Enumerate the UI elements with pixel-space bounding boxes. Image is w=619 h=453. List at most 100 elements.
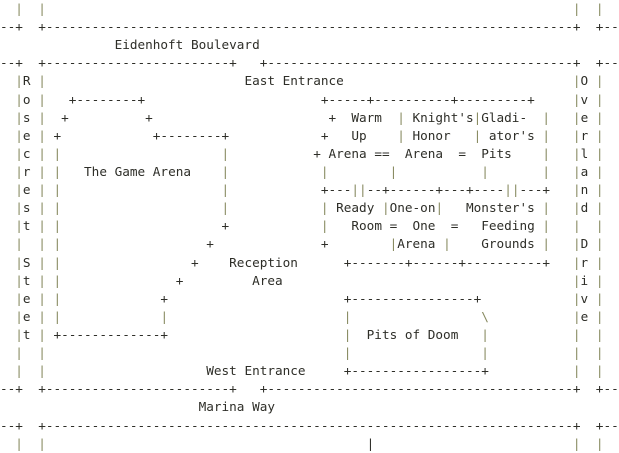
map-ink-chars xyxy=(550,128,573,143)
map-wall-chars: | xyxy=(595,272,604,288)
map-wall-chars: | xyxy=(15,91,23,107)
map-wall-chars: \ xyxy=(481,308,489,324)
map-row: | | | | | | xyxy=(0,344,619,362)
map-ink-chars xyxy=(46,345,344,360)
map-wall-chars: | xyxy=(38,290,46,306)
map-wall-chars: | xyxy=(15,326,23,342)
map-wall-chars: | xyxy=(38,182,46,198)
map-ink-chars: + +--------+ + Up xyxy=(45,127,398,143)
map-ink-chars xyxy=(0,110,15,125)
map-wall-chars: | xyxy=(572,236,581,252)
map-wall-chars: | xyxy=(38,326,46,342)
map-ink-chars: --+ +------------------------+ +--------… xyxy=(0,381,619,397)
map-wall-chars: | xyxy=(595,363,604,379)
map-ink-chars xyxy=(604,164,619,179)
map-wall-chars: | xyxy=(38,163,46,179)
map-wall-chars: | xyxy=(595,109,604,125)
map-wall-chars: | xyxy=(221,145,230,161)
map-wall-chars: | xyxy=(572,363,581,379)
map-wall-chars: | xyxy=(595,236,604,252)
map-ink-chars xyxy=(603,291,618,306)
map-row: Eidenhoft Boulevard xyxy=(0,36,619,54)
map-ink-chars: + Arena == Arena = Pits xyxy=(229,145,543,161)
map-wall-chars: | xyxy=(572,73,581,89)
map-wall-chars: | xyxy=(38,200,46,216)
map-row: --+ +------------------------+ +--------… xyxy=(0,380,619,398)
map-ink-chars xyxy=(550,218,573,233)
map-ink-chars: The Game Arena xyxy=(61,163,222,179)
map-wall-chars: | xyxy=(15,182,23,198)
map-wall-chars: | xyxy=(53,200,62,216)
map-wall-chars: | xyxy=(53,272,62,288)
map-ink-chars: Eidenhoft Boulevard xyxy=(0,37,619,53)
map-ink-chars xyxy=(61,200,221,215)
map-ink-chars: d xyxy=(580,200,596,216)
map-wall-chars: | xyxy=(572,145,581,161)
map-ink-chars: v xyxy=(580,290,596,306)
map-wall-chars: | xyxy=(53,254,62,270)
map-ink-chars: e xyxy=(22,127,39,143)
map-wall-chars: | xyxy=(320,163,329,179)
map-wall-chars: | xyxy=(15,73,23,89)
map-wall-chars: | xyxy=(389,236,398,252)
map-ink-chars xyxy=(581,345,596,360)
map-ink-chars xyxy=(0,291,15,306)
map-wall-chars: | xyxy=(572,254,581,270)
map-wall-chars: | xyxy=(542,236,551,252)
map-ink-chars xyxy=(23,436,38,451)
map-ink-chars xyxy=(0,218,15,233)
map-ink-chars xyxy=(604,200,619,215)
map-ink-chars xyxy=(581,1,596,16)
map-ink-chars xyxy=(489,327,573,342)
map-ink-chars xyxy=(168,309,344,324)
map-wall-chars: | xyxy=(595,254,604,270)
map-ink-chars: s xyxy=(22,200,39,216)
map-wall-chars: | xyxy=(595,435,604,451)
map-ink-chars: c xyxy=(22,145,39,161)
map-ink-chars xyxy=(0,146,15,161)
map-ink-chars: --+ +------------------------+ +--------… xyxy=(0,55,619,71)
map-ink-chars xyxy=(489,164,542,179)
map-wall-chars: || xyxy=(351,182,367,198)
map-wall-chars: | xyxy=(38,91,46,107)
map-wall-chars: | xyxy=(38,435,46,451)
map-ink-chars xyxy=(0,345,15,360)
map-ink-chars xyxy=(603,327,618,342)
map-wall-chars: | xyxy=(320,218,329,234)
map-wall-chars: | xyxy=(15,218,23,234)
map-ink-chars: i xyxy=(580,272,596,288)
map-row: |t | | + Area |i | xyxy=(0,272,619,290)
map-ink-chars xyxy=(603,436,618,451)
map-wall-chars: | xyxy=(38,127,46,143)
map-ink-chars: r xyxy=(22,163,39,179)
map-ink-chars: Arena xyxy=(397,236,444,252)
map-ink-chars: | xyxy=(45,435,573,451)
map-wall-chars: | xyxy=(572,109,581,125)
map-row: |e | | | +---||--+------+---+----||---+ … xyxy=(0,181,619,199)
map-row: |t | +-------------+ | Pits of Doom | | … xyxy=(0,326,619,344)
map-ink-chars: Room = One = Feeding xyxy=(328,218,543,234)
map-ink-chars xyxy=(351,309,481,324)
map-ink-chars xyxy=(581,363,596,378)
map-row: |e | | | | \ |e | xyxy=(0,308,619,326)
map-ink-chars: e xyxy=(22,182,39,198)
map-wall-chars: | xyxy=(397,109,405,125)
map-wall-chars: | xyxy=(53,218,62,234)
map-wall-chars: | xyxy=(595,91,604,107)
map-wall-chars: | xyxy=(473,109,482,125)
map-ink-chars xyxy=(604,309,619,324)
map-ink-chars: + + xyxy=(61,236,390,252)
map-ink-chars xyxy=(23,1,38,16)
map-ink-chars: Monster's xyxy=(443,200,543,216)
map-wall-chars: | xyxy=(542,127,550,143)
map-ink-chars: e xyxy=(22,308,39,324)
map-ink-chars xyxy=(603,273,618,288)
map-ink-chars xyxy=(581,436,596,451)
map-ink-chars: e xyxy=(580,308,596,324)
map-wall-chars: | xyxy=(481,345,489,361)
map-ink-chars xyxy=(550,146,573,161)
map-ink-chars xyxy=(0,255,15,270)
map-wall-chars: | xyxy=(15,308,23,324)
map-wall-chars: | xyxy=(343,345,352,361)
map-ink-chars: O xyxy=(580,73,596,89)
